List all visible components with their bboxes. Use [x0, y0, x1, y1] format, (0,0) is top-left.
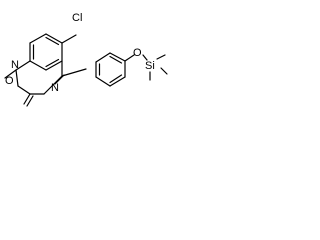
ring-nitrogen-4-label: N	[51, 82, 59, 94]
bond	[95, 76, 111, 87]
ether-oxygen-label: O	[133, 47, 142, 59]
phenyl-ring	[95, 52, 126, 87]
bond-si-methyl	[160, 67, 168, 75]
bond	[15, 60, 31, 71]
bond	[51, 75, 63, 87]
benzo-ring	[29, 33, 63, 71]
carbonyl-bond-double	[26, 95, 34, 107]
structural-formula: Cl N O N O Si	[4, 12, 168, 107]
bond	[29, 33, 47, 44]
ring-nitrogen-1-label: N	[11, 59, 19, 71]
bond	[109, 76, 126, 87]
bond	[43, 85, 53, 95]
bond-si-methyl	[156, 54, 166, 60]
bond	[29, 60, 47, 71]
bond	[109, 52, 126, 62]
double-bond-inner	[45, 58, 60, 68]
bond	[95, 52, 111, 63]
carbonyl-oxygen-label: O	[5, 75, 14, 87]
double-bond-inner	[54, 74, 65, 85]
silicon-label: Si	[145, 60, 155, 72]
bond-to-chlorine	[61, 34, 77, 44]
diazepine-ring	[15, 60, 65, 95]
double-bond-inner	[109, 74, 123, 84]
bond-to-methyl	[4, 69, 17, 79]
bond	[45, 60, 63, 71]
bond-o-si	[142, 54, 148, 61]
bond-to-phenyl	[61, 68, 87, 77]
bond	[15, 69, 19, 87]
bond	[45, 33, 63, 44]
carbonyl-bond	[23, 93, 31, 105]
chlorine-label: Cl	[72, 12, 82, 24]
double-bond-inner	[109, 55, 123, 64]
double-bond-inner	[45, 36, 60, 46]
bond	[17, 85, 31, 95]
bond-to-ether-oxygen	[124, 54, 135, 62]
